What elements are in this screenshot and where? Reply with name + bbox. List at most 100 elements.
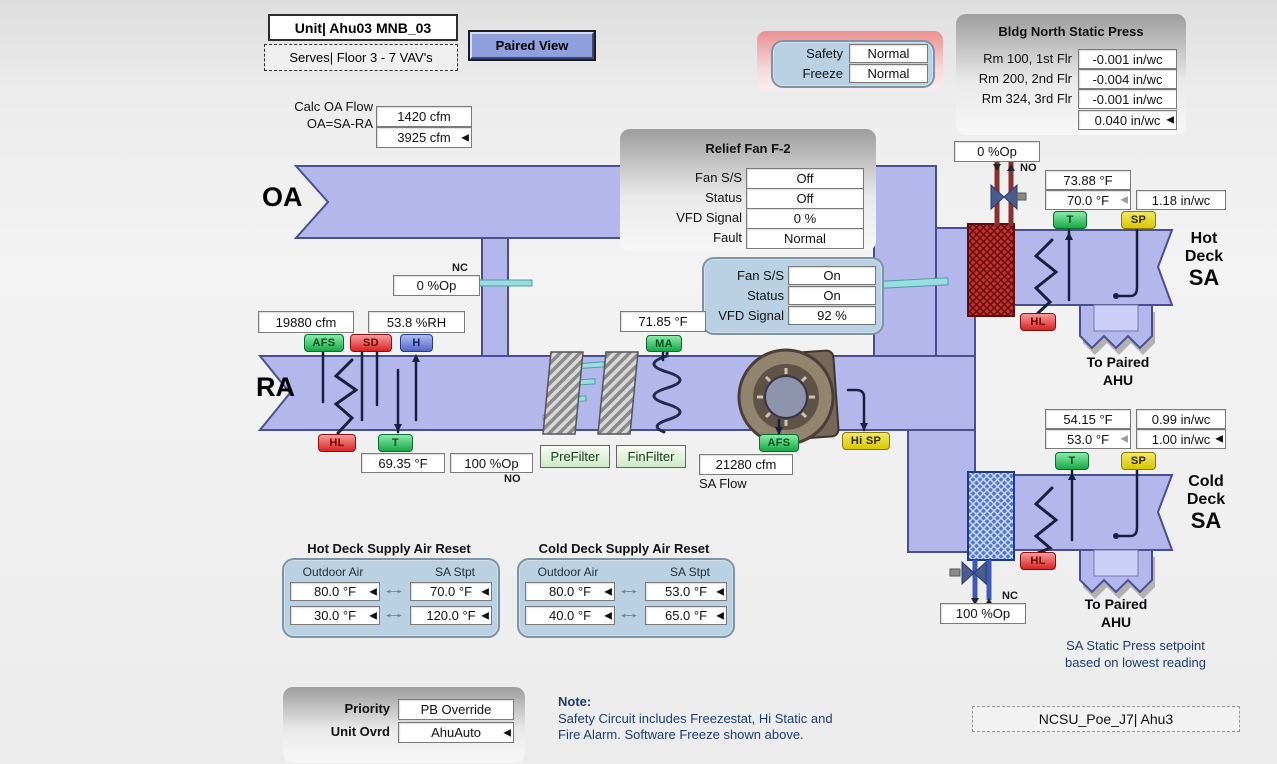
system-reference-link[interactable]: NCSU_Poe_J7| Ahu3 (972, 706, 1240, 732)
note-title: Note: (558, 694, 592, 709)
chw-valve-graphic (949, 560, 993, 605)
priority-label: Priority (344, 701, 390, 716)
sa-static-note: SA Static Press setpoint based on lowest… (1065, 638, 1206, 670)
hot-deck-name: Hot Deck SA (1184, 230, 1224, 290)
note-line2: Fire Alarm. Software Freeze shown above. (558, 727, 804, 742)
ra-flow-value: 19880 cfm (258, 311, 354, 333)
oa-damper-pct: 0 %Op (393, 275, 480, 296)
finfilter-label: FinFilter (616, 445, 686, 468)
cooling-coil (967, 471, 1015, 561)
ma-temp-value: 71.85 °F (620, 311, 706, 332)
sensor-arrowheads (394, 232, 1119, 539)
cold-deck-temp-setpoint[interactable]: 53.0 °F ◀ (1045, 429, 1131, 449)
cold-deck-name: Cold Deck SA (1186, 473, 1226, 533)
rm324-label: Rm 324, 3rd Flr (981, 91, 1072, 106)
relief-vfd-value: 0 % (746, 208, 864, 229)
recirc-duct (481, 237, 509, 359)
reset-link-arrow-icon: ↔ (616, 581, 642, 598)
setpoint-arrow-icon: ◀ (1215, 433, 1223, 445)
fan-vfd-value: 92 % (788, 306, 876, 325)
hw-valve-graphic (990, 156, 1027, 226)
chw-valve-state: NC (1002, 590, 1018, 602)
unit-ovrd-label: Unit Ovrd (330, 724, 390, 739)
ra-humidity-value: 53.8 %RH (368, 311, 465, 333)
sp-tag-cold: SP (1121, 452, 1156, 470)
reset-link-arrow-icon: ↔ (381, 605, 407, 622)
hot-paired-label: To Paired AHU (1086, 354, 1150, 388)
oa-label: OA (262, 182, 303, 212)
ma-tag: MA (646, 335, 682, 352)
cold-paired-label: To Paired AHU (1084, 596, 1148, 630)
relief-fault-label: Fault (713, 230, 742, 245)
sa-flow-value: 21280 cfm (699, 454, 793, 475)
pipe-up-arrow-icon (1007, 164, 1015, 171)
cold-deck-press-setpoint[interactable]: 1.00 in/wc ◀ (1136, 429, 1226, 449)
serves-box: Serves| Floor 3 - 7 VAV's (264, 44, 458, 71)
safety-label: Safety (806, 46, 843, 61)
rm100-label: Rm 100, 1st Flr (983, 51, 1072, 66)
supply-fan-graphic (737, 348, 840, 446)
setpoint-arrow-icon: ◀ (1166, 114, 1174, 126)
bldg-static-title: Bldg North Static Press (998, 24, 1144, 39)
sensor-lines (321, 228, 1139, 555)
ra-damper-state: NO (504, 473, 521, 485)
temp-tag-cold: T (1055, 452, 1089, 470)
cold-reset-oa-high[interactable]: 80.0 °F◀ (525, 582, 615, 601)
static-press-setpoint[interactable]: 0.040 in/wc ◀ (1078, 110, 1177, 130)
hot-reset-sa-low[interactable]: 70.0 °F◀ (410, 582, 492, 601)
ra-damper-pct: 100 %Op (450, 453, 533, 473)
setpoint-arrow-icon: ◀ (1120, 433, 1128, 445)
setpoint-arrow-icon: ◀ (369, 585, 377, 597)
temp-tag-ra: T (378, 434, 413, 452)
heating-coil (967, 223, 1015, 317)
smoke-detector-tag: SD (350, 334, 392, 352)
rm200-label: Rm 200, 2nd Flr (978, 71, 1072, 86)
pipe-down-arrow-icon (993, 164, 1001, 171)
hw-valve-state: NO (1020, 162, 1037, 174)
ra-temp-value: 69.35 °F (361, 453, 445, 473)
relief-status-label: Status (705, 190, 742, 205)
humidity-tag: H (400, 334, 433, 352)
hl-tag-ra: HL (318, 434, 356, 452)
chw-valve-pct: 100 %Op (940, 603, 1026, 624)
hot-reset-oa-low[interactable]: 30.0 °F◀ (290, 606, 380, 625)
temp-tag-hot: T (1053, 211, 1087, 229)
hot-reset-oa-high[interactable]: 80.0 °F◀ (290, 582, 380, 601)
hot-reset-col-sa: SA Stpt (434, 565, 476, 579)
paired-branches (1079, 304, 1155, 599)
calc-oa-label: Calc OA Flow (294, 99, 373, 114)
oa-flow-value: 1420 cfm (376, 106, 472, 127)
cold-reset-col-sa: SA Stpt (669, 565, 711, 579)
hl-tag-cold: HL (1020, 552, 1056, 570)
prefilter-label: PreFilter (540, 445, 610, 468)
cold-reset-sa-high[interactable]: 53.0 °F◀ (645, 582, 727, 601)
relief-ss-value: Off (746, 168, 864, 189)
reset-link-arrow-icon: ↔ (616, 605, 642, 622)
hot-deck-temp-setpoint[interactable]: 70.0 °F ◀ (1045, 190, 1131, 210)
setpoint-arrow-icon: ◀ (604, 585, 612, 597)
fan-ss-value: On (788, 266, 876, 285)
setpoint-arrow-icon: ◀ (503, 726, 511, 738)
afs-tag: AFS (304, 334, 344, 352)
setpoint-arrow-icon: ◀ (716, 609, 724, 621)
cold-reset-oa-low[interactable]: 40.0 °F◀ (525, 606, 615, 625)
afs-tag-fan: AFS (759, 434, 799, 452)
hot-deck-temp: 73.88 °F (1045, 170, 1131, 190)
relief-status-value: Off (746, 188, 864, 209)
cold-reset-sa-low[interactable]: 65.0 °F◀ (645, 606, 727, 625)
paired-view-button[interactable]: Paired View (470, 32, 594, 59)
setpoint-arrow-icon: ◀ (716, 585, 724, 597)
reset-link-arrow-icon: ↔ (381, 581, 407, 598)
hot-reset-col-oa: Outdoor Air (302, 565, 364, 579)
pipe-down-arrow-icon (971, 598, 979, 605)
unit-ovrd-value[interactable]: AhuAuto ◀ (398, 722, 514, 743)
rm100-value: -0.001 in/wc (1078, 49, 1177, 69)
freeze-value: Normal (849, 64, 928, 83)
fan-status-value: On (788, 286, 876, 305)
hot-reset-sa-high[interactable]: 120.0 °F◀ (410, 606, 492, 625)
oa-flow-setpoint[interactable]: 3925 cfm ◀ (376, 127, 472, 148)
relief-fault-value: Normal (746, 228, 864, 249)
relief-vfd-label: VFD Signal (676, 210, 742, 225)
